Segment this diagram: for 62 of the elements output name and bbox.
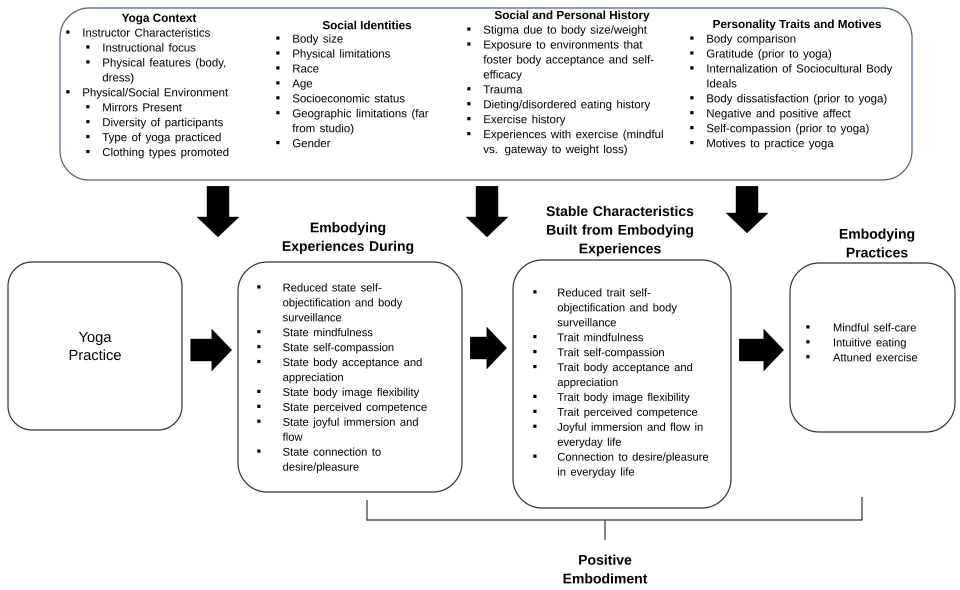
list-item: Intuitive eating <box>806 338 906 349</box>
box-heading: Stable Characteristics Built from Embodying Experiences <box>546 206 694 256</box>
list-item: State mindfulness <box>257 328 373 336</box>
block-arrow <box>739 328 784 372</box>
list-item: Socioeconomic status <box>276 94 405 102</box>
list-item: State joyful immersion and flow <box>257 418 418 441</box>
list-item: State perceived competence <box>257 402 427 414</box>
block-arrow <box>196 186 240 238</box>
list-item: Body dissatisfaction (prior to yoga) <box>690 94 886 105</box>
list-item: Mirrors Present <box>86 102 182 112</box>
column-heading: Personality Traits and Motives <box>713 20 881 30</box>
list-item: Attuned exercise <box>806 353 918 362</box>
list-item: Reduced trait self-objectification and body surveillance <box>533 288 677 326</box>
list-item: Age <box>276 80 312 90</box>
list-item: State body image flexibility <box>257 388 420 398</box>
list-item: Trait perceived competence <box>533 408 698 418</box>
column-heading: Social Identities <box>322 20 412 30</box>
list-item: Negative and positive affect <box>690 108 851 120</box>
list-item: Physical limitations <box>276 49 390 60</box>
block-arrow <box>190 328 232 372</box>
list-item: Trauma <box>467 85 522 94</box>
list-item: Trait mindfulness <box>533 333 644 342</box>
box-heading: Embodying Experiences During <box>282 222 414 254</box>
list-item: Mindful self-care <box>806 323 916 332</box>
list-item: Gratitude (prior to yoga) <box>690 49 832 60</box>
list-item: Exposure to environments that foster body acceptance and self-efficacy <box>467 40 654 81</box>
column-heading: Social and Personal History <box>494 10 650 22</box>
box-heading: Embodying Practices <box>840 228 914 258</box>
list-item: Exercise history <box>467 114 566 126</box>
column-heading: Yoga Context <box>122 14 196 24</box>
list-item: Race <box>276 64 319 73</box>
list-item: State connection to desire/pleasure <box>257 448 381 473</box>
list-item: Dieting/disordered eating history <box>467 100 650 111</box>
block-arrow <box>470 326 507 370</box>
list-item: Instructional focus <box>86 43 196 52</box>
list-item: Stigma due to body size/weight <box>467 25 647 36</box>
list-item: Geographic limitations (far from studio) <box>276 108 428 135</box>
process-box: Yoga Practice <box>7 261 183 431</box>
list-item: Body size <box>276 34 343 45</box>
list-item: State body acceptance and appreciation <box>257 358 422 384</box>
list-item: Joyful immersion and flow in everyday life <box>533 422 703 448</box>
outcome-label: Positive Embodiment <box>564 554 648 584</box>
list-item: Trait body image flexibility <box>533 392 690 404</box>
list-item: Diversity of participants <box>86 118 223 129</box>
list-item: Motives to practice yoga <box>690 138 834 150</box>
block-arrow <box>726 186 768 234</box>
list-item: State self-compassion <box>257 343 394 354</box>
list-item: Gender <box>276 138 330 148</box>
list-item: Physical features (body, dress) <box>86 58 226 84</box>
list-item: Clothing types promoted <box>86 148 228 158</box>
list-item: Reduced state self-objectification and body surveillance <box>257 283 402 322</box>
list-item: Body comparison <box>690 34 796 45</box>
list-item: Internalization of Sociocultural Body Ideals <box>690 64 892 88</box>
list-item: Trait body acceptance and appreciation <box>533 362 692 388</box>
list-item: Trait self-compassion <box>533 348 664 358</box>
list-item: Physical/Social Environment <box>66 88 228 99</box>
list-item: Type of yoga practiced <box>86 132 221 144</box>
block-arrow <box>466 186 508 238</box>
list-item: Experiences with exercise (mindful vs. gateway to weight loss) <box>467 130 663 156</box>
list-item: Self-compassion (prior to yoga) <box>690 124 869 135</box>
list-item: Instructor Characteristics <box>66 28 210 37</box>
list-item: Connection to desire/pleasure in everyday life <box>533 452 708 478</box>
